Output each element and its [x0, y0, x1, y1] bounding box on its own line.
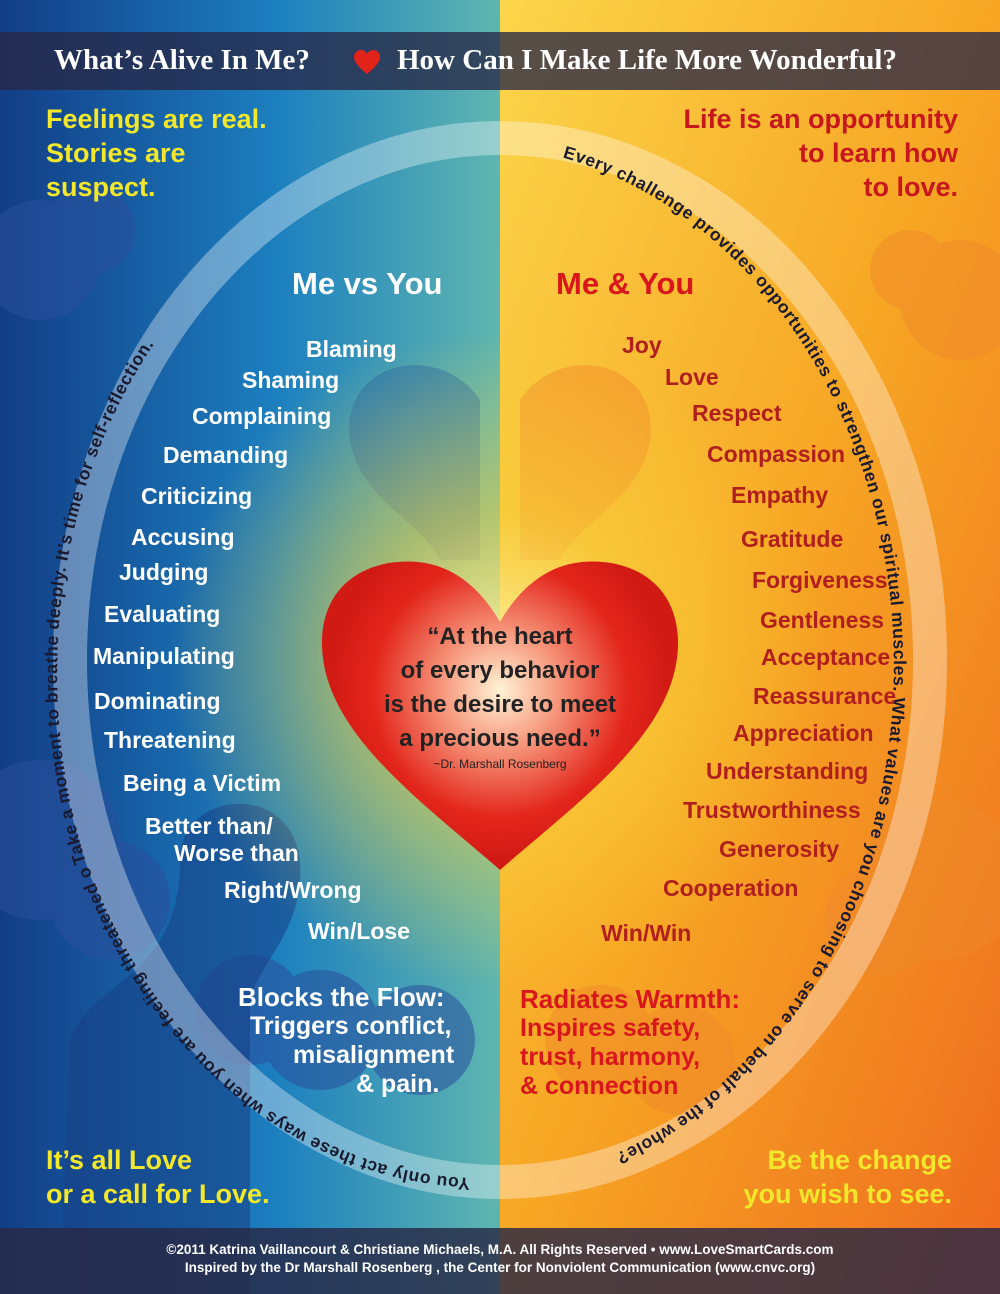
left-item: Accusing [131, 524, 235, 550]
right-item: Forgiveness [752, 567, 888, 593]
left-item: Worse than [174, 840, 299, 866]
left-item: Judging [119, 559, 209, 585]
right-item: Compassion [707, 441, 846, 467]
right-item: Win/Win [601, 920, 692, 946]
right-item: Cooperation [663, 875, 799, 901]
center-quote: “At the heart of every behavior is the d… [383, 623, 617, 752]
header-bar: What’s Alive In Me? How Can I Make Life … [0, 32, 1000, 90]
left-item: Better than/ [145, 813, 273, 839]
center-heart [321, 561, 679, 870]
right-column-title: Me & You [556, 266, 695, 301]
right-item: Reassurance [753, 683, 897, 709]
right-item: Appreciation [733, 720, 874, 746]
left-item: Complaining [192, 403, 332, 429]
corner-top-right: Life is an opportunity to learn how to l… [683, 104, 959, 202]
heart-icon [354, 50, 380, 74]
left-item: Dominating [94, 688, 221, 714]
corner-top-left: Feelings are real. Stories are suspect. [46, 104, 267, 202]
footer-copyright: ©2011 Katrina Vaillancourt & Christiane … [166, 1242, 834, 1257]
corner-bottom-left: It’s all Love or a call for Love. [46, 1145, 270, 1209]
left-item: Being a Victim [123, 770, 282, 796]
footer: ©2011 Katrina Vaillancourt & Christiane … [0, 1228, 1000, 1294]
right-item: Love [665, 364, 719, 390]
right-item: Generosity [719, 836, 840, 862]
left-summary: Blocks the Flow: Triggers conflict, misa… [238, 982, 455, 1099]
left-item: Blaming [306, 336, 397, 362]
right-item: Gratitude [741, 526, 844, 552]
footer-credit: Inspired by the Dr Marshall Rosenberg , … [184, 1260, 816, 1275]
left-item: Right/Wrong [224, 877, 362, 903]
left-item: Evaluating [104, 601, 221, 627]
right-item: Acceptance [761, 644, 891, 670]
right-item: Gentleness [760, 607, 884, 633]
header-left-title: What’s Alive In Me? [54, 44, 310, 76]
left-column-title: Me vs You [292, 266, 443, 301]
right-item: Trustworthiness [683, 797, 861, 823]
left-item: Criticizing [141, 483, 253, 509]
right-item: Respect [692, 400, 782, 426]
corner-bottom-right: Be the change you wish to see. [743, 1145, 952, 1209]
right-item: Joy [622, 332, 662, 358]
right-summary: Radiates Warmth: Inspires safety, trust,… [520, 984, 741, 1101]
quote-attribution: ~Dr. Marshall Rosenberg [433, 757, 567, 771]
right-item: Empathy [731, 482, 829, 508]
right-item: Understanding [706, 758, 869, 784]
left-item: Manipulating [93, 643, 235, 669]
left-item: Win/Lose [308, 918, 411, 944]
left-item: Demanding [163, 442, 289, 468]
header-right-title: How Can I Make Life More Wonderful? [397, 44, 897, 76]
left-item: Shaming [242, 367, 340, 393]
left-item: Threatening [104, 727, 236, 753]
